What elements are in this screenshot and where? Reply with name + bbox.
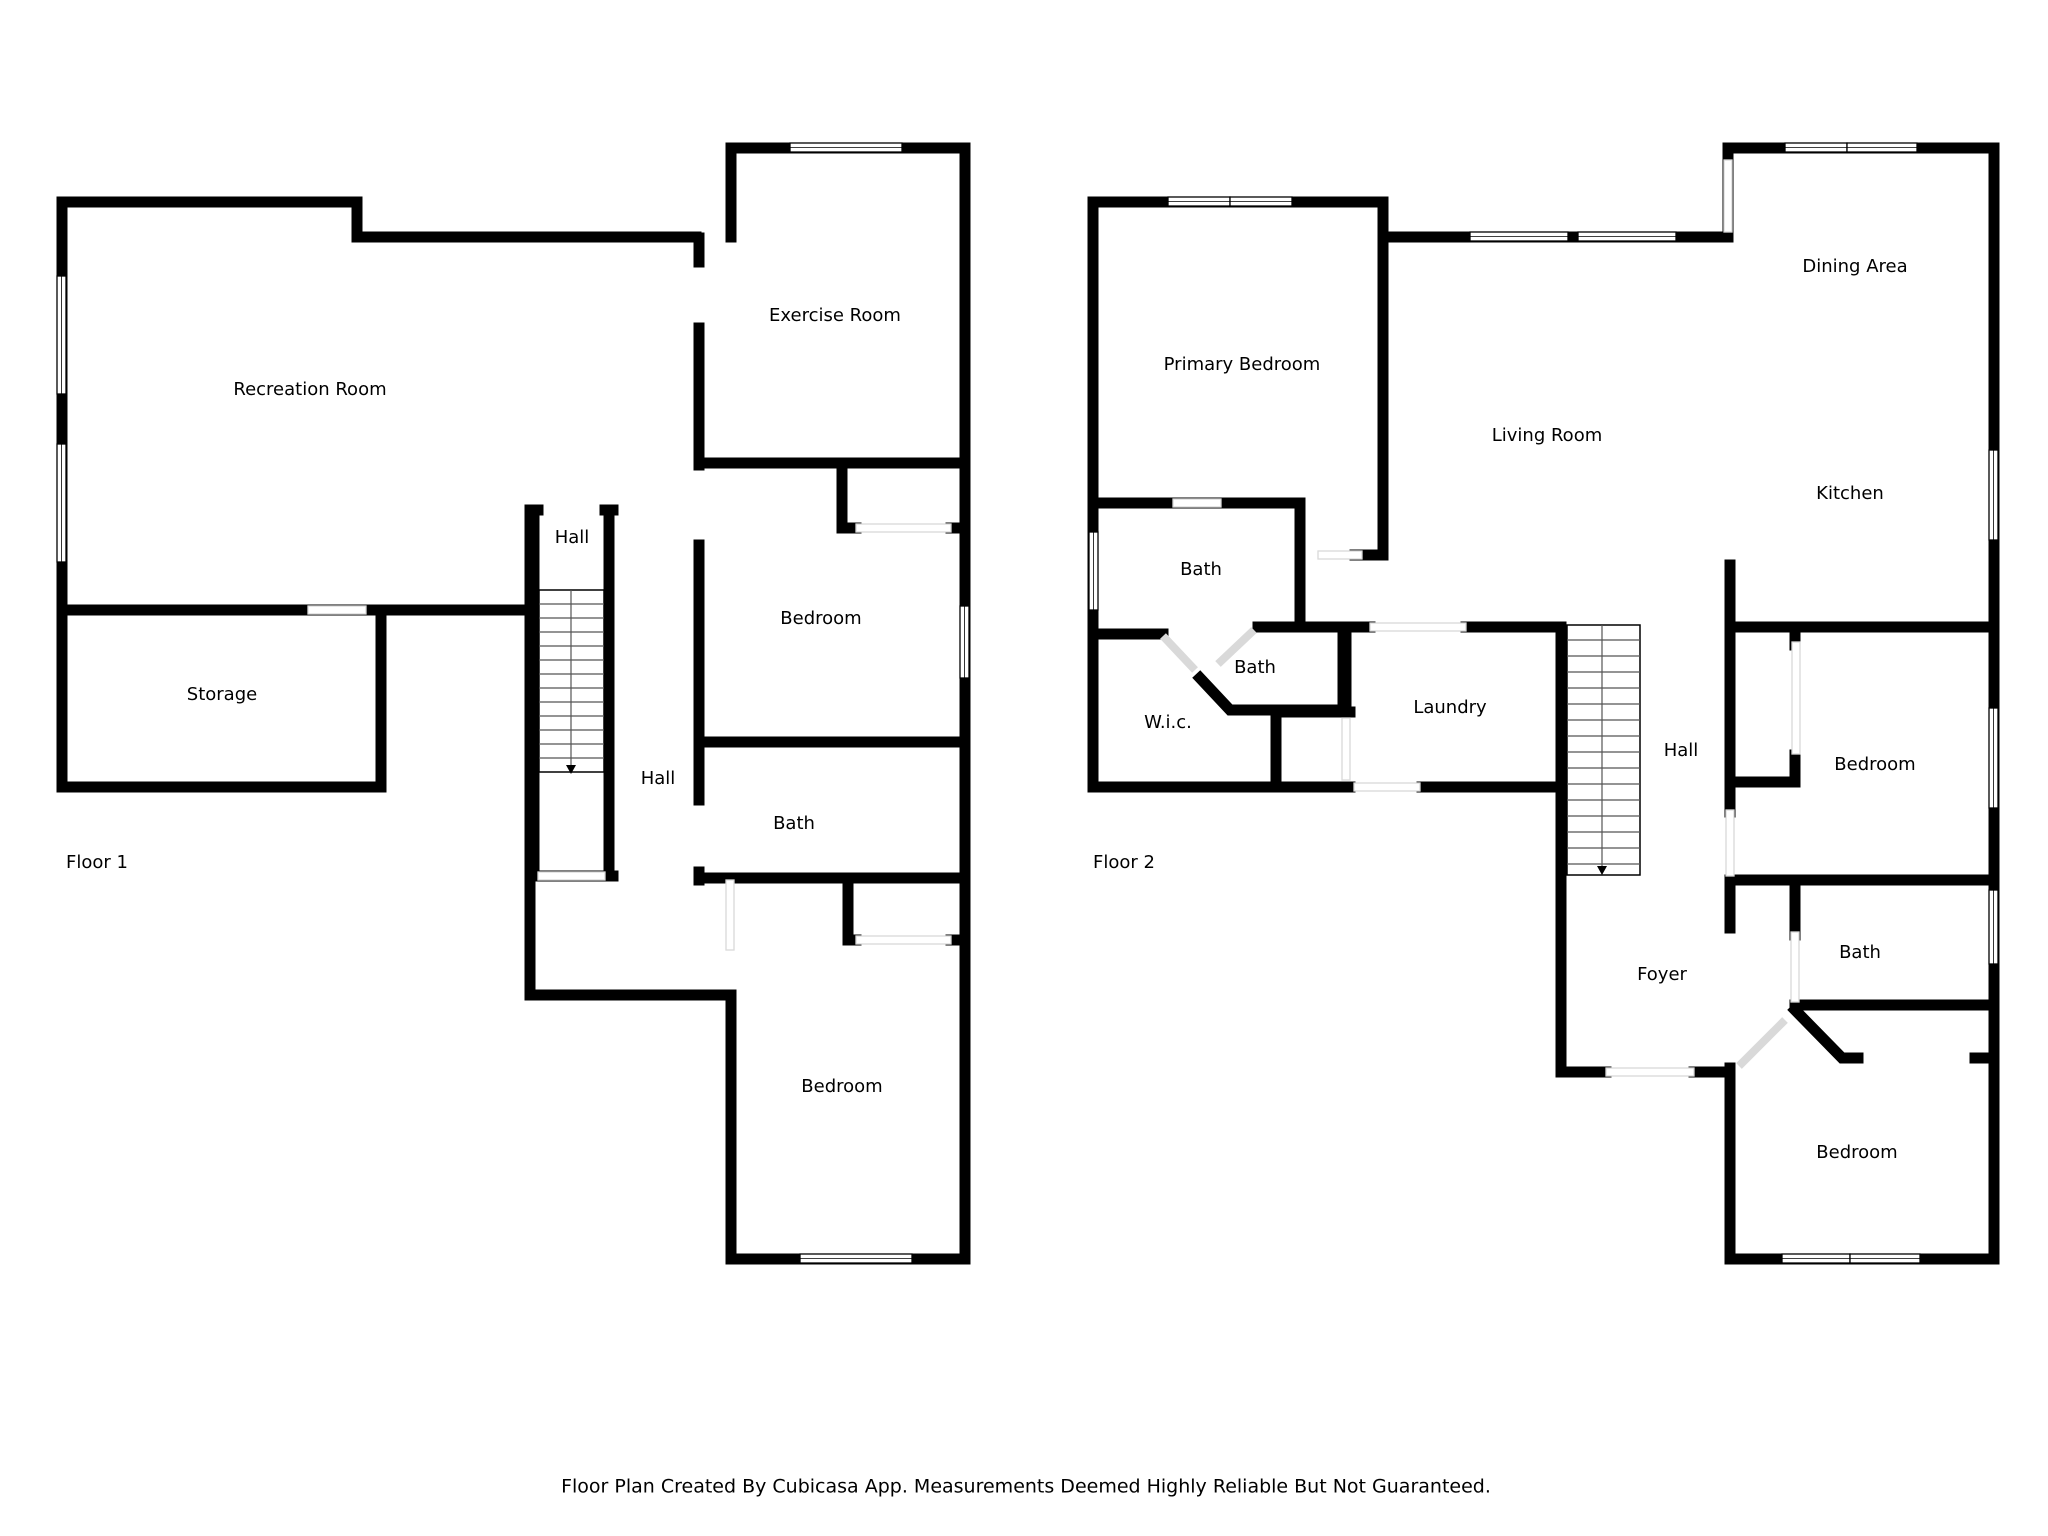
floor-1-labels: Recreation Room Exercise Room Hall Bedro… [66,305,901,1097]
floor-2-plan: Primary Bedroom Living Room Dining Area … [1087,142,2000,1265]
room-label-hall: Hall [641,768,676,789]
floor-2-labels: Primary Bedroom Living Room Dining Area … [1093,256,1916,1163]
floor-label: Floor 2 [1093,852,1155,873]
room-label-bedroom: Bedroom [1834,754,1915,775]
room-label-bedroom: Bedroom [1816,1142,1897,1163]
room-label-exercise-room: Exercise Room [769,305,901,326]
room-label-bath: Bath [1839,942,1881,963]
floor-2-stairs [1566,624,1641,876]
room-label-bedroom: Bedroom [780,608,861,629]
stair-down-arrow [566,765,576,774]
room-label-bath: Bath [1180,559,1222,580]
stair-down-arrow [1597,866,1607,875]
floor-label: Floor 1 [66,852,128,873]
floor-1-openings [56,142,970,1264]
floor-1-plan: Recreation Room Exercise Room Hall Bedro… [56,142,971,1265]
room-label-recreation-room: Recreation Room [233,379,386,400]
room-label-living-room: Living Room [1492,425,1603,446]
room-label-bath: Bath [773,813,815,834]
room-label-dining-area: Dining Area [1802,256,1907,277]
floor-2-openings [1088,142,1999,1264]
room-label-hall: Hall [1664,740,1699,761]
stair-treads [1567,639,1640,865]
room-label-hall-stair: Hall [555,527,590,548]
room-label-kitchen: Kitchen [1816,483,1884,504]
room-label-storage: Storage [187,684,257,705]
floor-2-walls [1087,142,2000,1265]
room-label-foyer: Foyer [1637,964,1687,985]
disclaimer-footer: Floor Plan Created By Cubicasa App. Meas… [561,1476,1491,1498]
room-label-laundry: Laundry [1413,697,1487,718]
room-label-primary-bedroom: Primary Bedroom [1164,354,1321,375]
floor-1-stairs [538,589,605,774]
room-label-wic: W.i.c. [1144,712,1192,733]
room-label-bedroom: Bedroom [801,1076,882,1097]
room-label-bath: Bath [1234,657,1276,678]
